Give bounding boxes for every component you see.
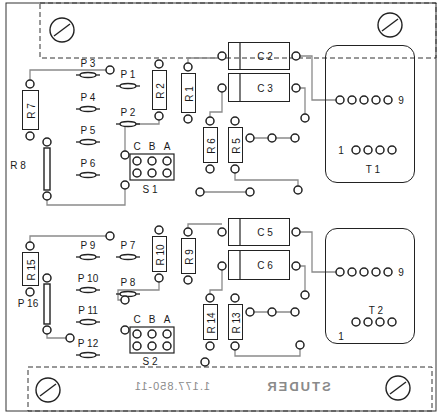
pin-or-part-label: T 2 — [369, 306, 383, 316]
part-label: P 8 — [121, 278, 136, 288]
resistor-box: R 13 — [228, 304, 243, 340]
part-label: P 9 — [81, 241, 96, 251]
part-label: P 1 — [121, 70, 136, 80]
part-label: C 5 — [257, 228, 273, 238]
part-label: R 6 — [207, 138, 217, 154]
part-label: R 7 — [27, 103, 37, 119]
jumper-symbols — [76, 73, 140, 358]
part-label: P 11 — [78, 306, 98, 316]
part-label: B — [149, 315, 156, 325]
part-label: C — [133, 315, 140, 325]
part-label: P 3 — [81, 59, 96, 69]
part-label: P 7 — [121, 241, 136, 251]
resistor-box: R 10 — [152, 236, 167, 272]
part-label: R 9 — [185, 249, 195, 265]
pin-or-part-label: 1 — [338, 146, 344, 156]
part-label: R 15 — [27, 259, 37, 280]
transformer-outline: 9 T 1 1 — [325, 45, 415, 183]
part-label: C — [133, 142, 140, 152]
part-label: S 2 — [142, 357, 157, 367]
capacitor-box: C 3 — [228, 73, 290, 102]
transformer-outline: 9 T 2 1 — [325, 228, 415, 344]
resistor-box: R 6 — [203, 127, 218, 163]
capacitor-box: C 5 — [228, 218, 290, 246]
resistor-box: R 2 — [152, 70, 167, 110]
part-label: P 4 — [81, 93, 96, 103]
pin-or-part-label: 1 — [338, 332, 344, 342]
board-outline — [6, 3, 436, 411]
part-label: C 3 — [257, 84, 273, 94]
part-label: S 1 — [142, 185, 157, 195]
part-label: R 13 — [232, 312, 242, 333]
part-label: R 5 — [232, 138, 242, 154]
part-label: P 12 — [78, 339, 98, 349]
resistor-box: R 15 — [22, 252, 39, 286]
part-label: R 1 — [185, 86, 195, 102]
copper-traces — [30, 56, 340, 356]
pin-or-part-label: T 1 — [366, 165, 380, 175]
part-label: A — [164, 315, 171, 325]
resistor-box: R 7 — [22, 90, 39, 130]
capacitor-box: C 6 — [228, 250, 290, 280]
capacitor-marks — [239, 42, 240, 280]
resistor-box: R 5 — [228, 127, 243, 163]
pin-or-part-label: 9 — [398, 268, 404, 278]
part-label: C 6 — [257, 261, 273, 271]
solder-pads — [26, 52, 396, 366]
capacitor-box: C 2 — [228, 42, 290, 70]
mounting-tab — [40, 3, 436, 58]
trimmer-bars — [44, 148, 50, 324]
part-label: R 8 — [10, 161, 26, 171]
part-label: P 5 — [81, 126, 96, 136]
pin-or-part-label: 9 — [398, 96, 404, 106]
board-marking: STUDER — [265, 380, 330, 393]
part-label: B — [149, 142, 156, 152]
part-label: A — [164, 142, 171, 152]
part-label: R 10 — [156, 244, 166, 265]
resistor-box: R 14 — [203, 304, 218, 340]
part-label: C 2 — [257, 52, 273, 62]
switch-outlines — [130, 154, 174, 353]
part-label: R 14 — [207, 312, 217, 333]
resistor-box: R 9 — [181, 238, 196, 274]
resistor-box: R 1 — [181, 73, 196, 113]
part-label: P 16 — [18, 299, 38, 309]
part-label: P 10 — [78, 274, 98, 284]
part-label: R 2 — [156, 83, 166, 99]
part-label: P 6 — [81, 159, 96, 169]
mounting-tab — [28, 367, 432, 411]
board-marking: 1.177.850-11 — [134, 381, 210, 392]
part-label: P 2 — [121, 108, 136, 118]
